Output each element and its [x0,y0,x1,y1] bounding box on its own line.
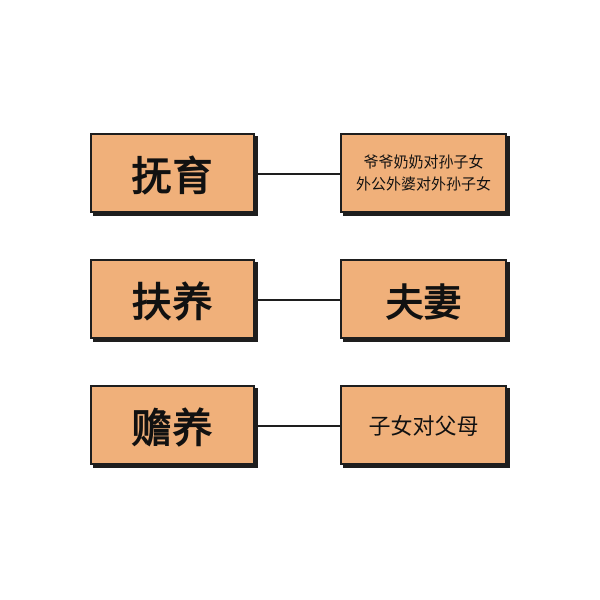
connector-line-support [258,299,340,301]
description-label-elder-care: 子女对父母 [368,415,479,440]
term-label-elder-care: 赡养 [131,406,214,452]
connector-line-nurture [258,173,340,175]
term-box-elder-care: 赡养 [90,385,255,465]
term-label-nurture: 抚育 [131,154,214,200]
description-box-elder-care: 子女对父母 [340,385,507,465]
description-box-support: 夫妻 [340,259,507,339]
description-line-1: 爷爷奶奶对孙子女 [363,153,484,171]
description-label-support: 夫妻 [385,280,462,325]
term-label-support: 扶养 [131,280,214,326]
description-box-nurture: 爷爷奶奶对孙子女 外公外婆对外孙子女 [340,133,507,213]
term-box-nurture: 抚育 [90,133,255,213]
connector-line-elder-care [258,425,340,427]
term-box-support: 扶养 [90,259,255,339]
description-line-2: 外公外婆对外孙子女 [355,175,491,193]
